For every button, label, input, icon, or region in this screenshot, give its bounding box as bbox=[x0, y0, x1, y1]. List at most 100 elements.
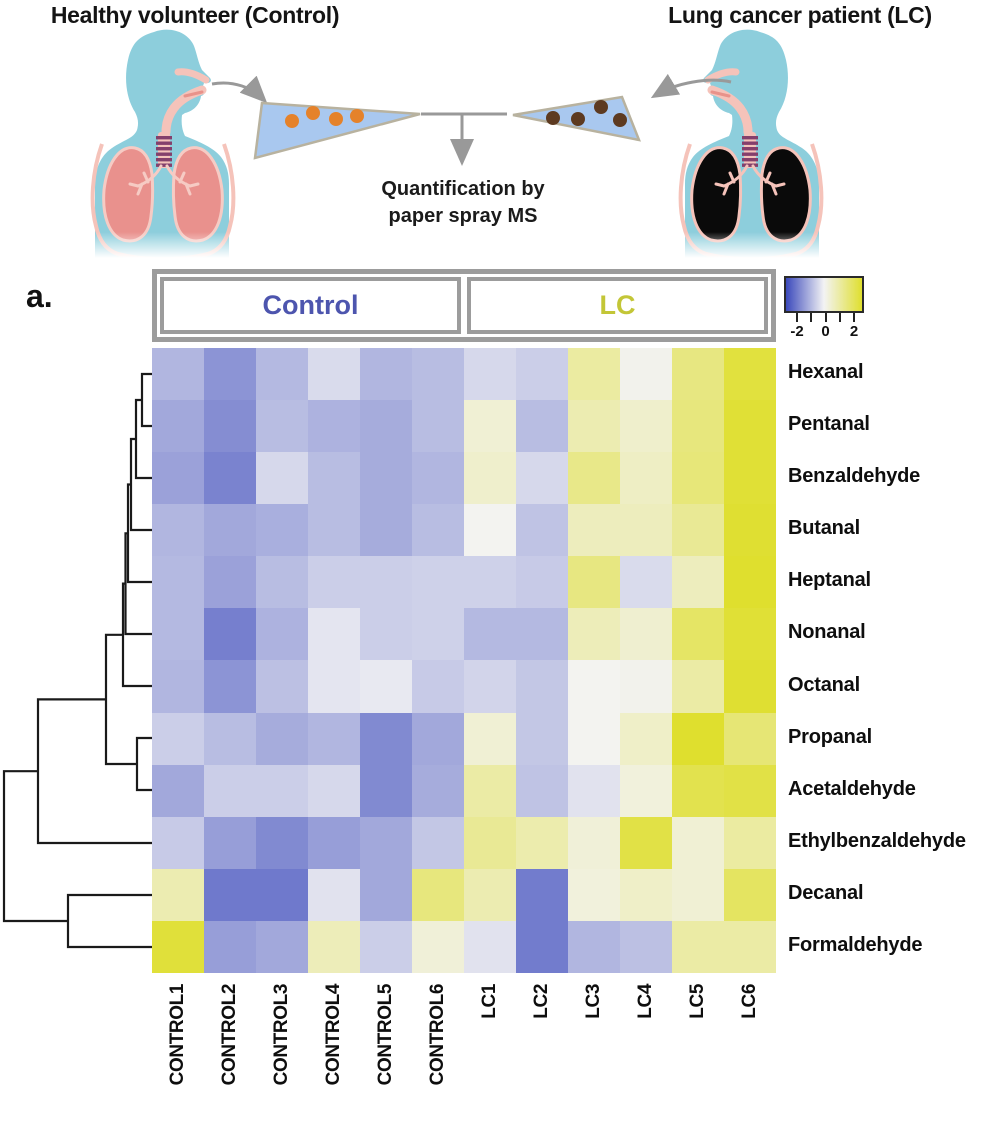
heatmap-cell bbox=[464, 868, 516, 921]
heatmap-cell bbox=[308, 608, 360, 661]
heatmap-cell bbox=[672, 400, 724, 453]
colorbar-tick bbox=[853, 313, 855, 322]
nasal-passage bbox=[174, 68, 210, 84]
heatmap-cell bbox=[412, 452, 464, 505]
heatmap-cell bbox=[360, 608, 412, 661]
heatmap-cell bbox=[672, 868, 724, 921]
lung-cancer-person-illustration bbox=[676, 29, 826, 258]
column-label: LC5 bbox=[687, 984, 708, 1019]
pleura-outline bbox=[90, 143, 236, 258]
row-label: Decanal bbox=[788, 881, 864, 904]
heatmap-cell bbox=[204, 868, 256, 921]
heatmap-cell bbox=[360, 868, 412, 921]
heatmap-cell bbox=[672, 504, 724, 557]
heatmap-cell bbox=[308, 452, 360, 505]
breath-arrow-right bbox=[650, 73, 732, 99]
heatmap-cell bbox=[464, 712, 516, 765]
heatmap-cell bbox=[516, 868, 568, 921]
row-label: Benzaldehyde bbox=[788, 465, 921, 488]
heatmap-cell bbox=[204, 400, 256, 453]
heatmap-cell bbox=[204, 348, 256, 401]
heatmap-cell bbox=[256, 608, 308, 661]
heatmap-cell bbox=[412, 504, 464, 557]
heatmap-cell bbox=[204, 920, 256, 973]
heatmap-cell bbox=[620, 556, 672, 609]
healthy-volunteer-title: Healthy volunteer (Control) bbox=[50, 2, 340, 28]
heatmap-cell bbox=[308, 920, 360, 973]
mouth-line bbox=[710, 90, 731, 98]
column-label: LC4 bbox=[635, 984, 656, 1019]
heatmap-cell bbox=[152, 712, 204, 765]
column-label: CONTROL4 bbox=[323, 984, 344, 1086]
colorbar-tick-label: 2 bbox=[849, 323, 859, 340]
row-label: Acetaldehyde bbox=[788, 777, 916, 800]
heatmap-cell bbox=[308, 400, 360, 453]
heatmap-cell bbox=[256, 816, 308, 869]
heatmap-cell bbox=[672, 764, 724, 817]
heatmap-cell bbox=[620, 504, 672, 557]
heatmap-cell bbox=[620, 608, 672, 661]
heatmap-cell bbox=[152, 868, 204, 921]
dendrogram-link bbox=[2, 770, 68, 923]
heatmap-cell bbox=[308, 348, 360, 401]
heatmap-cell bbox=[464, 556, 516, 609]
heatmap-cell bbox=[568, 920, 620, 973]
heatmap-cell bbox=[516, 608, 568, 661]
heatmap-cell bbox=[724, 452, 776, 505]
heatmap-cell bbox=[308, 504, 360, 557]
heatmap-cell bbox=[412, 608, 464, 661]
heatmap-cell bbox=[204, 816, 256, 869]
heatmap-cell bbox=[256, 348, 308, 401]
heatmap-grid bbox=[152, 348, 776, 973]
control-group-label: Control bbox=[262, 290, 359, 320]
row-dendrogram bbox=[2, 372, 152, 949]
quantification-caption-line1: Quantification by bbox=[381, 178, 545, 200]
heatmap-cell bbox=[412, 764, 464, 817]
heatmap-cell bbox=[516, 660, 568, 713]
dendrogram-link bbox=[129, 437, 152, 532]
heatmap-cell bbox=[152, 816, 204, 869]
heatmap-cell bbox=[620, 920, 672, 973]
heatmap-cell bbox=[256, 712, 308, 765]
column-label: LC2 bbox=[531, 984, 552, 1019]
heatmap-cell bbox=[360, 556, 412, 609]
nasal-passage bbox=[704, 68, 740, 84]
heatmap-cell bbox=[464, 504, 516, 557]
heatmap-cell bbox=[568, 868, 620, 921]
heatmap-cell bbox=[360, 660, 412, 713]
panel-label: a. bbox=[26, 278, 53, 314]
heatmap-cell bbox=[308, 712, 360, 765]
heatmap-cell bbox=[204, 452, 256, 505]
heatmap-cell bbox=[620, 816, 672, 869]
heatmap-cell bbox=[672, 816, 724, 869]
heatmap-cell bbox=[256, 400, 308, 453]
heatmap-cell bbox=[516, 556, 568, 609]
heatmap-cell bbox=[204, 712, 256, 765]
heatmap-cell bbox=[568, 660, 620, 713]
heatmap-cell bbox=[724, 764, 776, 817]
lc-group-cell: LC bbox=[467, 277, 768, 334]
heatmap-cell bbox=[412, 660, 464, 713]
heatmap-cell bbox=[568, 400, 620, 453]
heatmap-cell bbox=[516, 764, 568, 817]
heatmap-cell bbox=[464, 452, 516, 505]
heatmap-cell bbox=[256, 920, 308, 973]
column-label: LC6 bbox=[739, 984, 760, 1019]
heatmap-cell bbox=[672, 608, 724, 661]
heatmap-cell bbox=[204, 504, 256, 557]
column-label: CONTROL3 bbox=[271, 984, 292, 1086]
mouth-line bbox=[183, 90, 204, 98]
heatmap-cell bbox=[724, 660, 776, 713]
heatmap-cell bbox=[256, 764, 308, 817]
heatmap-cell bbox=[464, 400, 516, 453]
colorbar-gradient bbox=[784, 276, 864, 313]
dendrogram-link bbox=[104, 633, 137, 766]
row-label: Butanal bbox=[788, 517, 860, 540]
heatmap-cell bbox=[724, 712, 776, 765]
heatmap-cell bbox=[204, 660, 256, 713]
colorbar-tick bbox=[838, 313, 841, 322]
heatmap-cell bbox=[204, 764, 256, 817]
body-fade bbox=[88, 232, 238, 258]
heatmap-cell bbox=[152, 608, 204, 661]
